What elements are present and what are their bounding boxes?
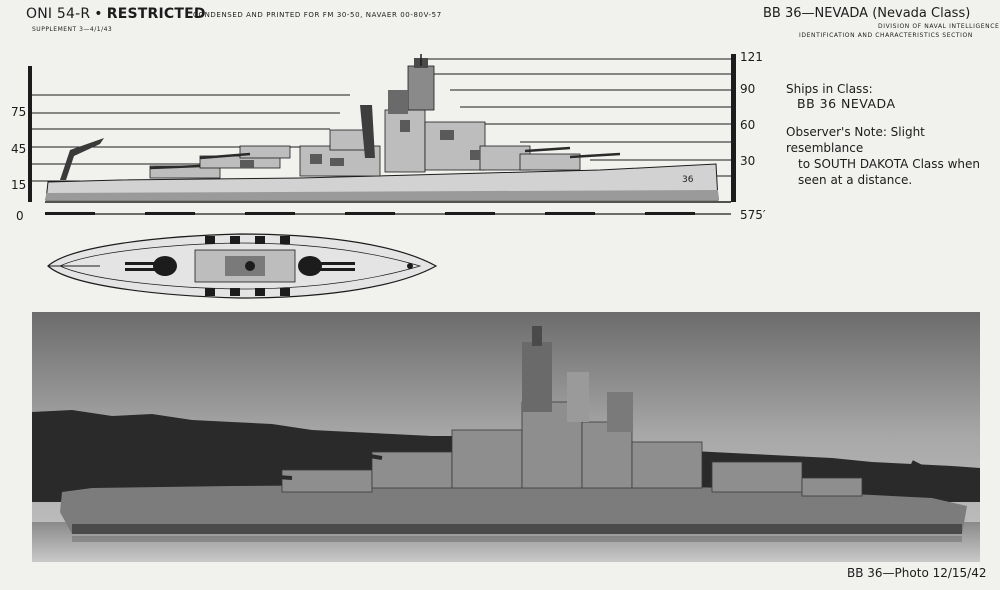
scale-right-121: 121 [740, 50, 763, 64]
side-elevation-drawing: 36 [28, 54, 736, 215]
ship-title: BB 36—NEVADA (Nevada Class) [763, 6, 971, 21]
scale-left-75: 75 [11, 105, 27, 119]
observers-note-line-1: Observer's Note: Slight resemblance [786, 125, 925, 155]
bullet-separator: • [94, 6, 103, 22]
scale-left-15: 15 [11, 178, 27, 192]
ships-in-class-label: Ships in Class: [786, 82, 873, 96]
division-line-1: DIVISION OF NAVAL INTELLIGENCE [878, 23, 1000, 30]
document-id-header: ONI 54-R•RESTRICTED [26, 6, 206, 22]
scale-left-0: 0 [16, 209, 24, 223]
length-label: 575′ [740, 208, 766, 222]
scale-right-60: 60 [740, 118, 756, 132]
svg-text:36: 36 [682, 175, 694, 185]
scale-right-30: 30 [740, 154, 756, 168]
height-reference-lines [30, 58, 732, 182]
scale-right-90: 90 [740, 82, 756, 96]
scale-left-45: 45 [11, 142, 27, 156]
ship-photograph [32, 312, 980, 562]
observers-note: Observer's Note: Slight resemblance to S… [786, 124, 996, 188]
supplement-note: SUPPLEMENT 3—4/1/43 [32, 26, 113, 33]
plan-view-drawing [47, 233, 438, 299]
document-id: ONI 54-R [26, 6, 91, 22]
ships-in-class-value: BB 36 NEVADA [797, 96, 896, 111]
observers-note-line-3: seen at a distance. [798, 173, 913, 187]
print-note: CONDENSED AND PRINTED FOR FM 30-50, NAVA… [193, 11, 442, 19]
division-line-2: IDENTIFICATION AND CHARACTERISTICS SECTI… [799, 32, 973, 39]
photo-caption: BB 36—Photo 12/15/42 [847, 566, 987, 580]
restricted-label: RESTRICTED [106, 6, 206, 22]
observers-note-line-2: to SOUTH DAKOTA Class when [798, 157, 980, 171]
